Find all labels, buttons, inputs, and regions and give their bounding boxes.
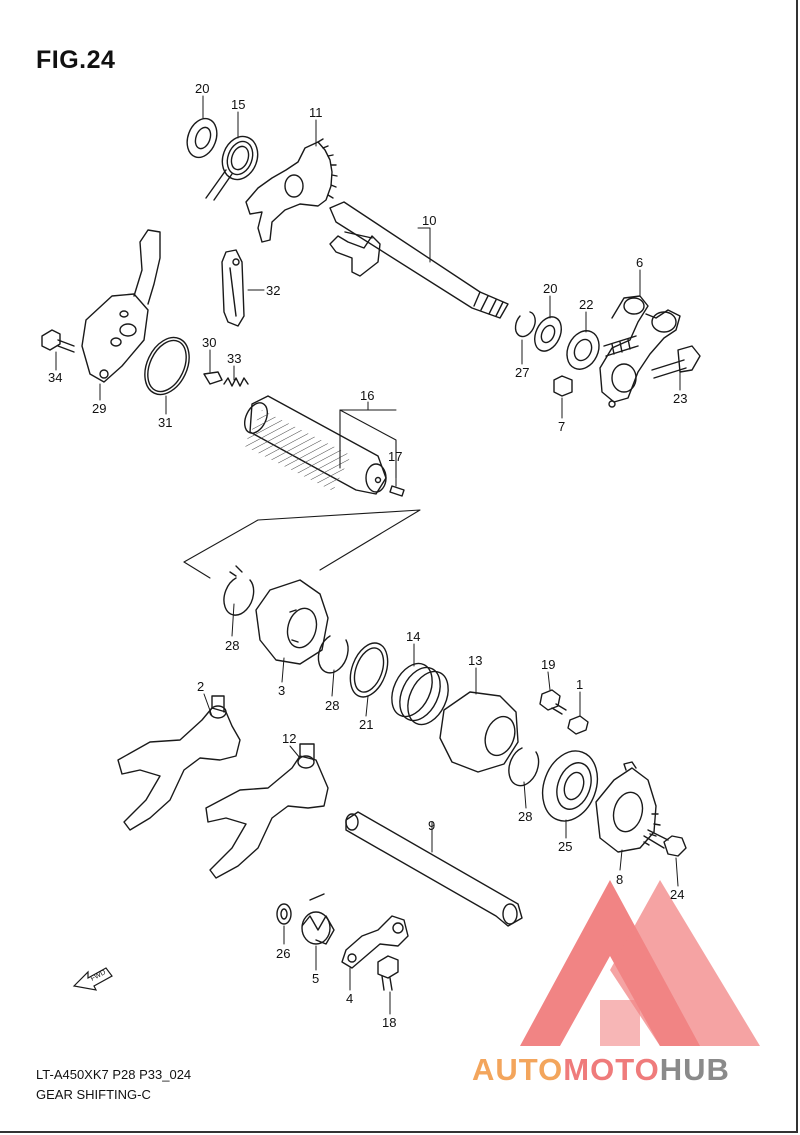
leader-lines: [55, 95, 681, 1015]
part-25-bearing: [541, 750, 599, 822]
callout-20: 20: [195, 81, 209, 96]
part-2-shift-fork: [117, 695, 241, 831]
callout-32: 32: [266, 283, 280, 298]
callout-28a: 28: [225, 638, 239, 653]
callout-27: 27: [515, 365, 529, 380]
part-21-washer: [349, 642, 389, 698]
part-8-cam-stopper: [595, 761, 661, 853]
part-19-bolt: [539, 689, 567, 715]
part-6-shift-lever: [599, 295, 681, 408]
part-28-circlip-right: [508, 747, 540, 787]
callout-8: 8: [616, 872, 623, 887]
part-28-circlip-mid: [317, 635, 349, 674]
watermark-hub: HUB: [659, 1052, 730, 1087]
callout-7: 7: [558, 419, 565, 434]
callout-1: 1: [576, 677, 583, 692]
watermark-logo: [520, 880, 760, 1046]
part-26-washer: [276, 903, 292, 925]
callout-18: 18: [382, 1015, 396, 1030]
callout-25: 25: [558, 839, 572, 854]
part-15-return-spring: [205, 135, 259, 201]
part-29-gear-shift-cover: [81, 229, 161, 383]
part-18-bolt: [377, 955, 399, 991]
part-32-guide-clip: [221, 249, 245, 327]
callout-6: 6: [636, 255, 643, 270]
part-27-circlip: [514, 311, 536, 338]
part-20-washer: [186, 117, 218, 159]
watermark-auto: AUTO: [472, 1052, 564, 1087]
callout-4: 4: [346, 991, 353, 1006]
part-9-shift-fork-shaft: [345, 811, 523, 927]
figure-title: FIG.24: [36, 46, 116, 74]
callout-29: 29: [92, 401, 106, 416]
callout-19: 19: [541, 657, 555, 672]
group-name: GEAR SHIFTING-C: [36, 1087, 151, 1102]
callout-28b: 28: [325, 698, 339, 713]
callout-34: 34: [48, 370, 62, 385]
part-4-stopper-arm: [341, 915, 409, 969]
part-20-washer-right: [534, 316, 562, 352]
part-16-gear-shift-cam: [243, 395, 387, 495]
callout-26: 26: [276, 946, 290, 961]
part-22-oil-seal: [566, 330, 600, 370]
part-7-nut: [553, 375, 573, 397]
part-28-circlip-left: [223, 565, 255, 616]
watermark-moto: MOTO: [563, 1052, 660, 1087]
part-17-pin: [389, 485, 405, 497]
model-code: LT-A450XK7 P28 P33_024: [36, 1067, 192, 1082]
part-10-gear-shift-shaft: [329, 201, 509, 319]
callout-23: 23: [673, 391, 687, 406]
watermark-text: AUTOMOTOHUB: [472, 1052, 730, 1088]
callout-33: 33: [227, 351, 241, 366]
callout-16: 16: [360, 388, 374, 403]
part-12-shift-fork: [205, 743, 329, 879]
callout-22: 22: [579, 297, 593, 312]
callout-21: 21: [359, 717, 373, 732]
part-24-bolt: [643, 829, 687, 857]
callout-28c: 28: [518, 809, 532, 824]
part-23-bolt: [603, 335, 701, 379]
part-11-gear-shift-arm: [245, 138, 338, 243]
callout-15: 15: [231, 97, 245, 112]
callout-13: 13: [468, 653, 482, 668]
part-34-bolt: [41, 329, 75, 353]
callout-31: 31: [158, 415, 172, 430]
part-33-spring: [223, 377, 249, 387]
part-13-shift-cam-plate: [439, 691, 519, 773]
callout-labels: 20 15 11 10 32 6 20 22 27 23 7 34 29 31 …: [48, 81, 687, 1030]
callout-3: 3: [278, 683, 285, 698]
callout-20b: 20: [543, 281, 557, 296]
part-5-stopper-spring: [301, 893, 335, 945]
callout-10: 10: [422, 213, 436, 228]
callout-24: 24: [670, 887, 684, 902]
part-14-spring: [391, 662, 449, 726]
part-30-pin: [203, 371, 223, 385]
part-1-nut: [567, 715, 589, 735]
part-3-shift-drum-gear: [255, 579, 329, 665]
callout-11: 11: [309, 105, 323, 120]
callout-12: 12: [282, 731, 296, 746]
callout-30: 30: [202, 335, 216, 350]
part-31-o-ring: [144, 336, 190, 396]
fwd-arrow-icon: FWD: [72, 967, 113, 991]
callout-2: 2: [197, 679, 204, 694]
callout-5: 5: [312, 971, 319, 986]
callout-9: 9: [428, 818, 435, 833]
callout-17: 17: [388, 449, 402, 464]
callout-14: 14: [406, 629, 420, 644]
